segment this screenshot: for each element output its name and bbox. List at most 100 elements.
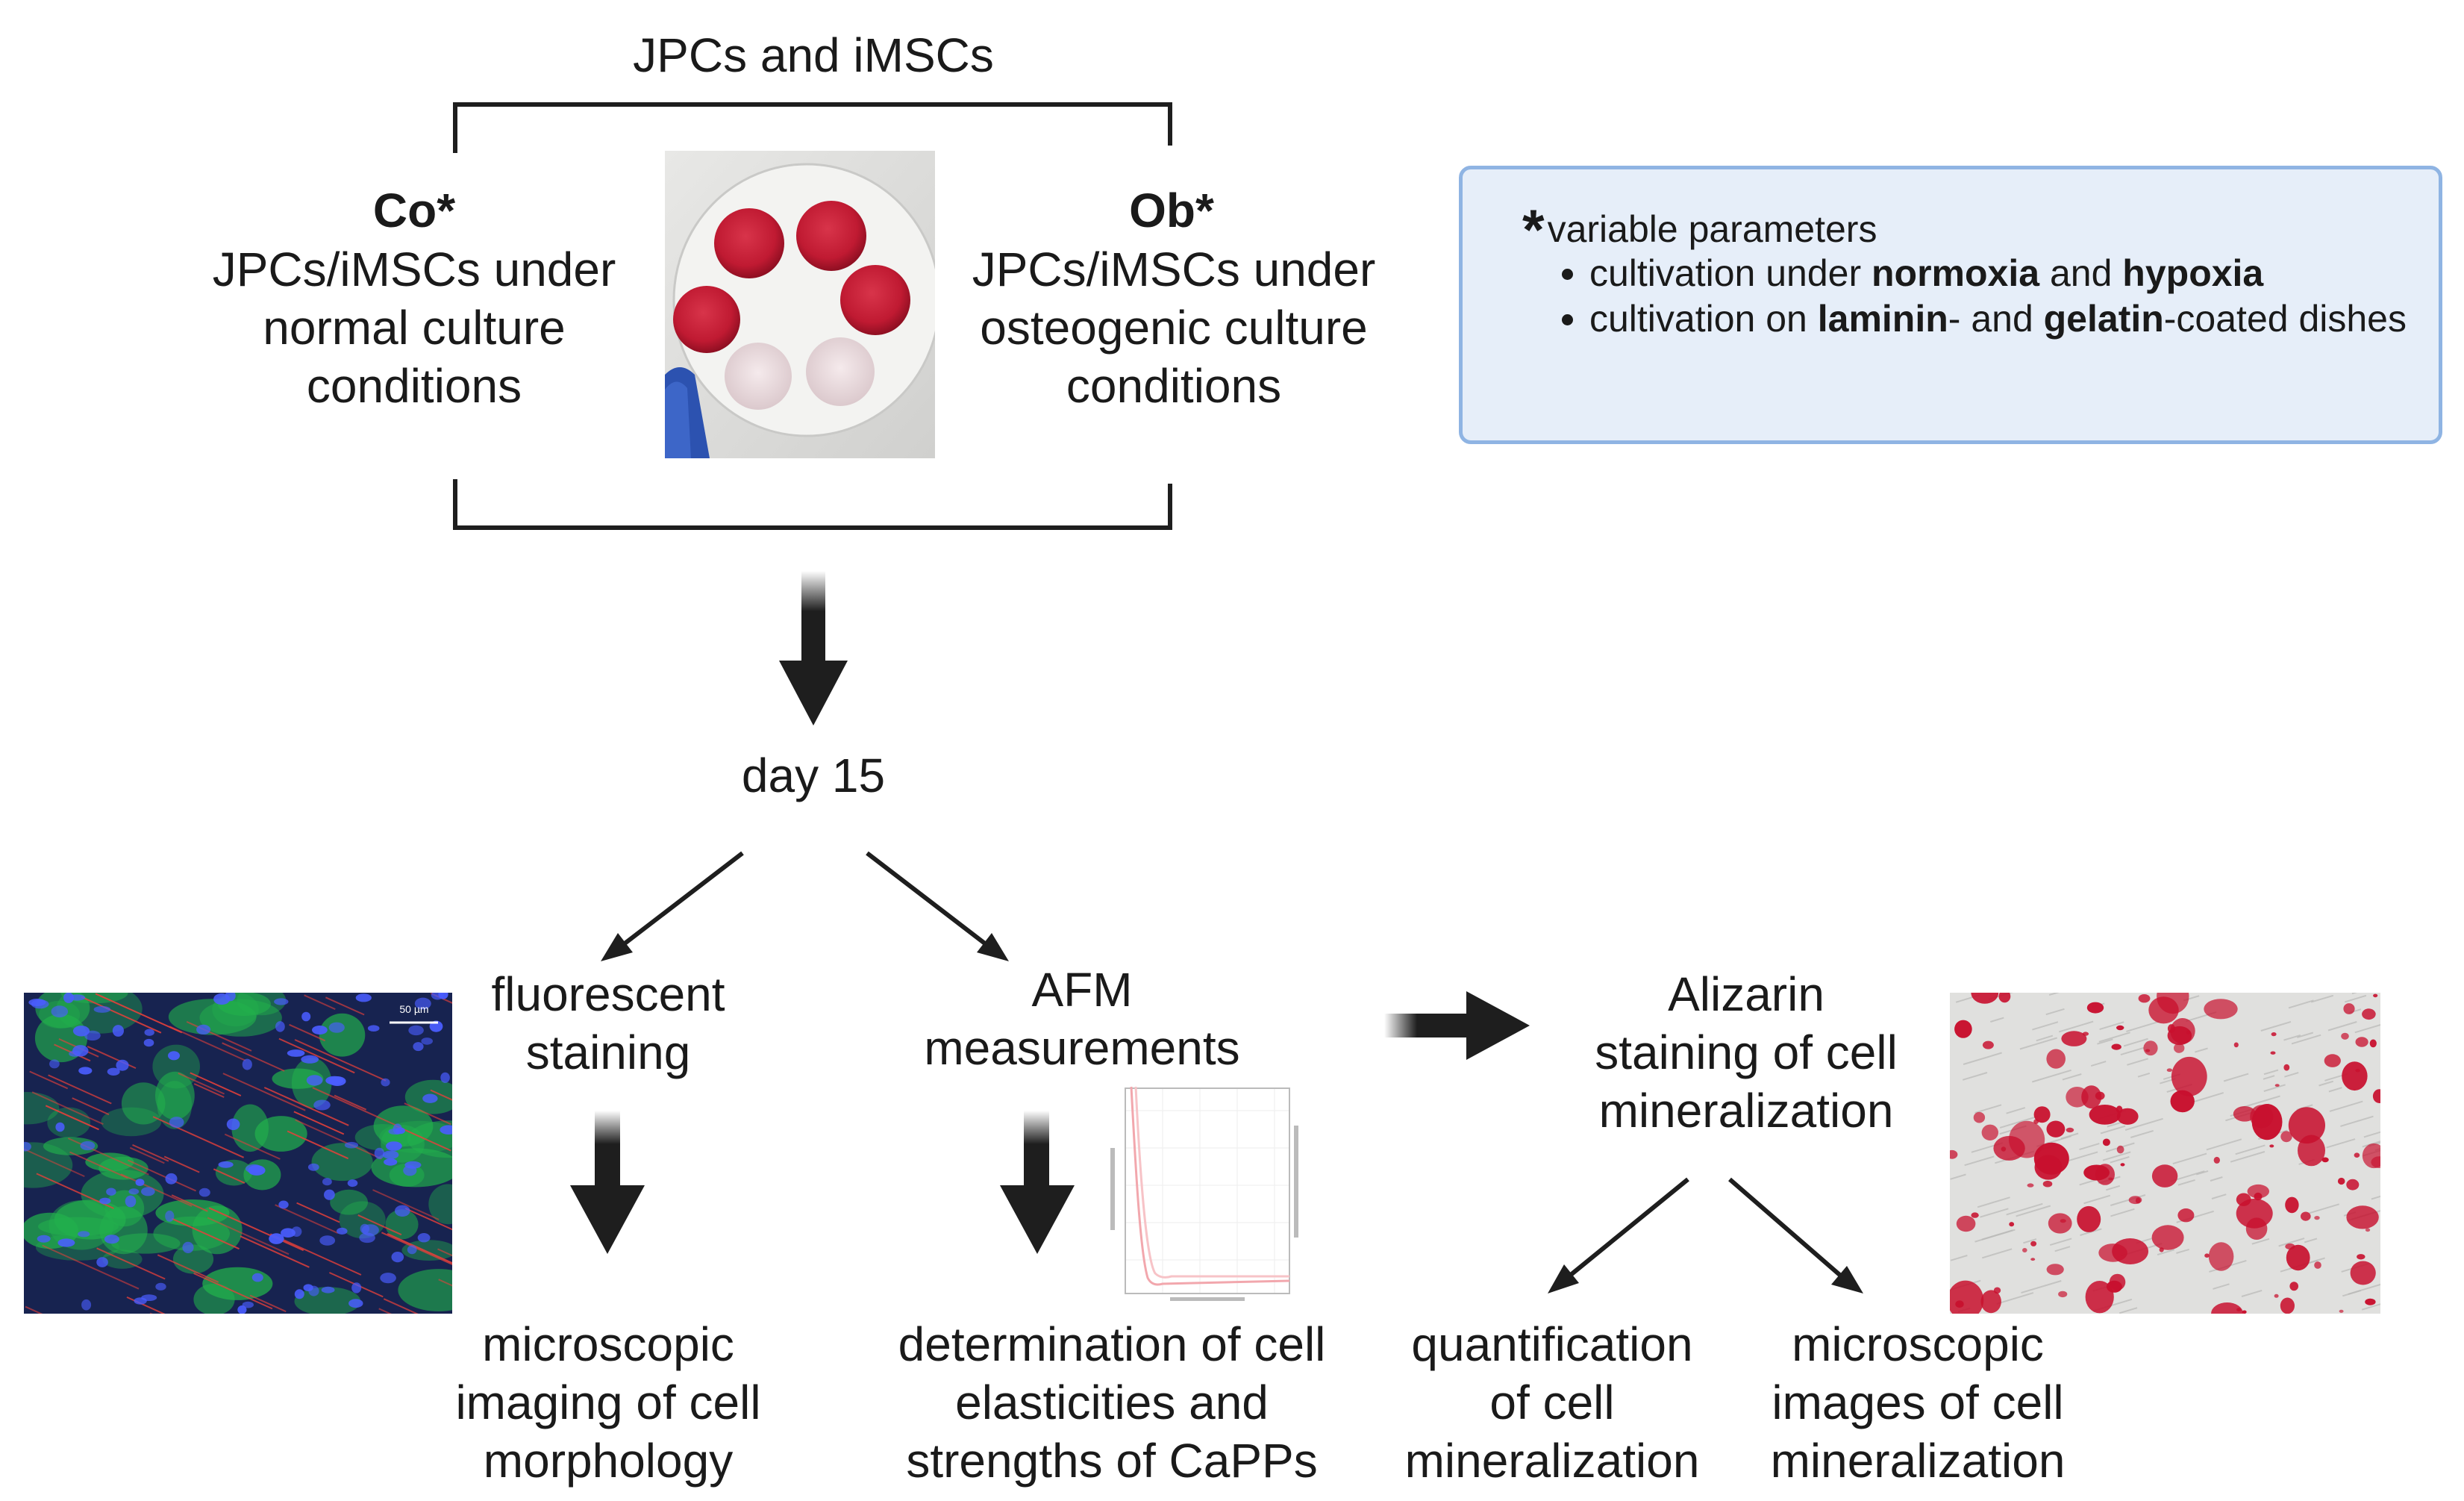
mineral-deposit-spot [2314,1216,2320,1220]
blue-nucleus [31,999,49,1009]
afm-force-curve-thumbnail [1103,1081,1303,1306]
mineral-deposit-spot [2339,1309,2344,1313]
ob-description: JPCs/iMSCs under osteogenic culture cond… [972,243,1376,414]
mineral-deposit-spot [2151,1164,2178,1188]
cell-texture-stroke [2327,1021,2357,1032]
blue-nucleus [99,1197,111,1205]
cell-texture-stroke [2130,1129,2154,1138]
bottom-bracket [453,479,1172,530]
red-actin-fiber [222,1042,285,1072]
blue-nucleus [382,1150,399,1159]
cell-texture-stroke [2326,1138,2356,1149]
red-actin-fiber [193,1083,225,1098]
param-normoxia: normoxia [1872,252,2040,294]
blue-nucleus [144,1029,154,1036]
cell-texture-stroke [2006,1107,2026,1114]
red-actin-fiber [278,1037,355,1074]
blue-nucleus [395,1205,410,1217]
blue-nucleus [440,1072,450,1083]
blue-nucleus [169,1117,184,1129]
cell-texture-stroke [2176,1248,2189,1254]
mineral-deposit-spot [2270,1051,2276,1055]
scale-bar-label: 50 µm [399,1003,429,1015]
cell-texture-stroke [2177,1179,2195,1186]
mineral-deposit-spot [2314,1261,2321,1269]
blue-nucleus [218,1161,234,1168]
parameters-title-line: *variable parameters [1522,198,1877,263]
mineral-deposit-spot [2128,1196,2142,1205]
blue-nucleus [274,998,289,1005]
param-seg: - and [1948,297,2044,340]
red-actin-fiber [25,1305,43,1314]
red-actin-fiber [296,1202,340,1223]
red-actin-fiber [169,1026,246,1061]
cell-texture-stroke [2190,1092,2224,1104]
red-actin-fiber [96,1247,166,1280]
red-actin-fiber [289,1023,326,1042]
ob-label: Ob* [1129,184,1214,237]
red-actin-fiber [269,1233,362,1276]
mineral-deposit-spot [2213,1156,2220,1164]
blue-nucleus [407,1245,417,1255]
mineral-deposit-spot [2167,1024,2175,1033]
green-cytoplasm-blob [401,1240,452,1261]
mineral-deposit-spot [1950,1149,1958,1159]
method-fluorescent-staining: fluorescent staining [491,967,725,1080]
red-actin-fiber [127,1159,197,1192]
cell-texture-stroke [2195,1170,2209,1176]
timepoint-label: day 15 [741,749,886,802]
green-cytoplasm-blob [428,1184,452,1225]
cell-texture-stroke [2021,1280,2062,1294]
mineral-deposit-spot [2211,1302,2244,1314]
co-label: Co* [372,184,456,237]
mineral-deposit-spot [2116,1105,2123,1114]
blue-nucleus [96,1257,108,1267]
mineral-deposit-spot [2077,1205,2101,1232]
mineral-deposit-spot [2033,1142,2069,1175]
blue-nucleus [381,1078,390,1087]
mineral-deposit-spot [2274,1294,2279,1298]
blue-nucleus [78,1231,90,1238]
green-cytoplasm-blob [85,1152,134,1172]
blue-nucleus [84,1030,101,1041]
mineral-deposit-spot [1954,1020,1972,1038]
blue-nucleus [431,993,444,1000]
cell-texture-stroke [2340,1115,2374,1127]
co-description: JPCs/iMSCs under normal culture conditio… [212,243,616,414]
blue-nucleus [198,1188,210,1197]
mineral-deposit-spot [2354,1152,2360,1158]
blue-nucleus [313,1099,331,1111]
blue-nucleus [165,1173,178,1185]
cell-texture-stroke [2032,1069,2071,1083]
mineral-deposit-spot [2046,1049,2066,1069]
cell-texture-stroke [1982,1248,2013,1259]
cell-texture-stroke [2361,1303,2380,1311]
cell-texture-stroke [2288,999,2314,1009]
cell-texture-stroke [2362,1140,2380,1148]
red-actin-fiber [193,1273,273,1310]
green-cytoplasm-blob [121,1082,166,1125]
blue-nucleus [51,1005,69,1018]
arrow-to-elasticity [1000,1111,1075,1254]
mineral-deposit-spot [2046,1264,2064,1276]
red-actin-fiber [81,996,162,1034]
blue-nucleus [125,1195,137,1208]
cell-texture-stroke [2016,1205,2051,1217]
cell-texture-stroke [2172,1152,2207,1165]
cell-texture-stroke [2110,1155,2130,1164]
mineral-deposit-spot [2030,1241,2037,1246]
mineral-deposit-spot [2116,1145,2124,1154]
param-seg: and [2039,252,2123,294]
arrow-to-day15 [779,571,848,725]
cell-texture-stroke [2345,994,2367,1003]
cell-texture-stroke [2210,1176,2223,1182]
mineral-deposit-spot [2251,1104,2283,1140]
red-actin-fiber [430,1089,452,1101]
blue-nucleus [168,1051,180,1061]
cell-texture-stroke [2102,1151,2131,1161]
outcome-microscopic-imaging-morphology: microscopic imaging of cell morphology [455,1317,761,1488]
blue-nucleus [196,1024,211,1035]
blue-nucleus [248,1165,266,1176]
blue-nucleus [414,997,431,1010]
cell-texture-stroke [2260,1020,2292,1032]
